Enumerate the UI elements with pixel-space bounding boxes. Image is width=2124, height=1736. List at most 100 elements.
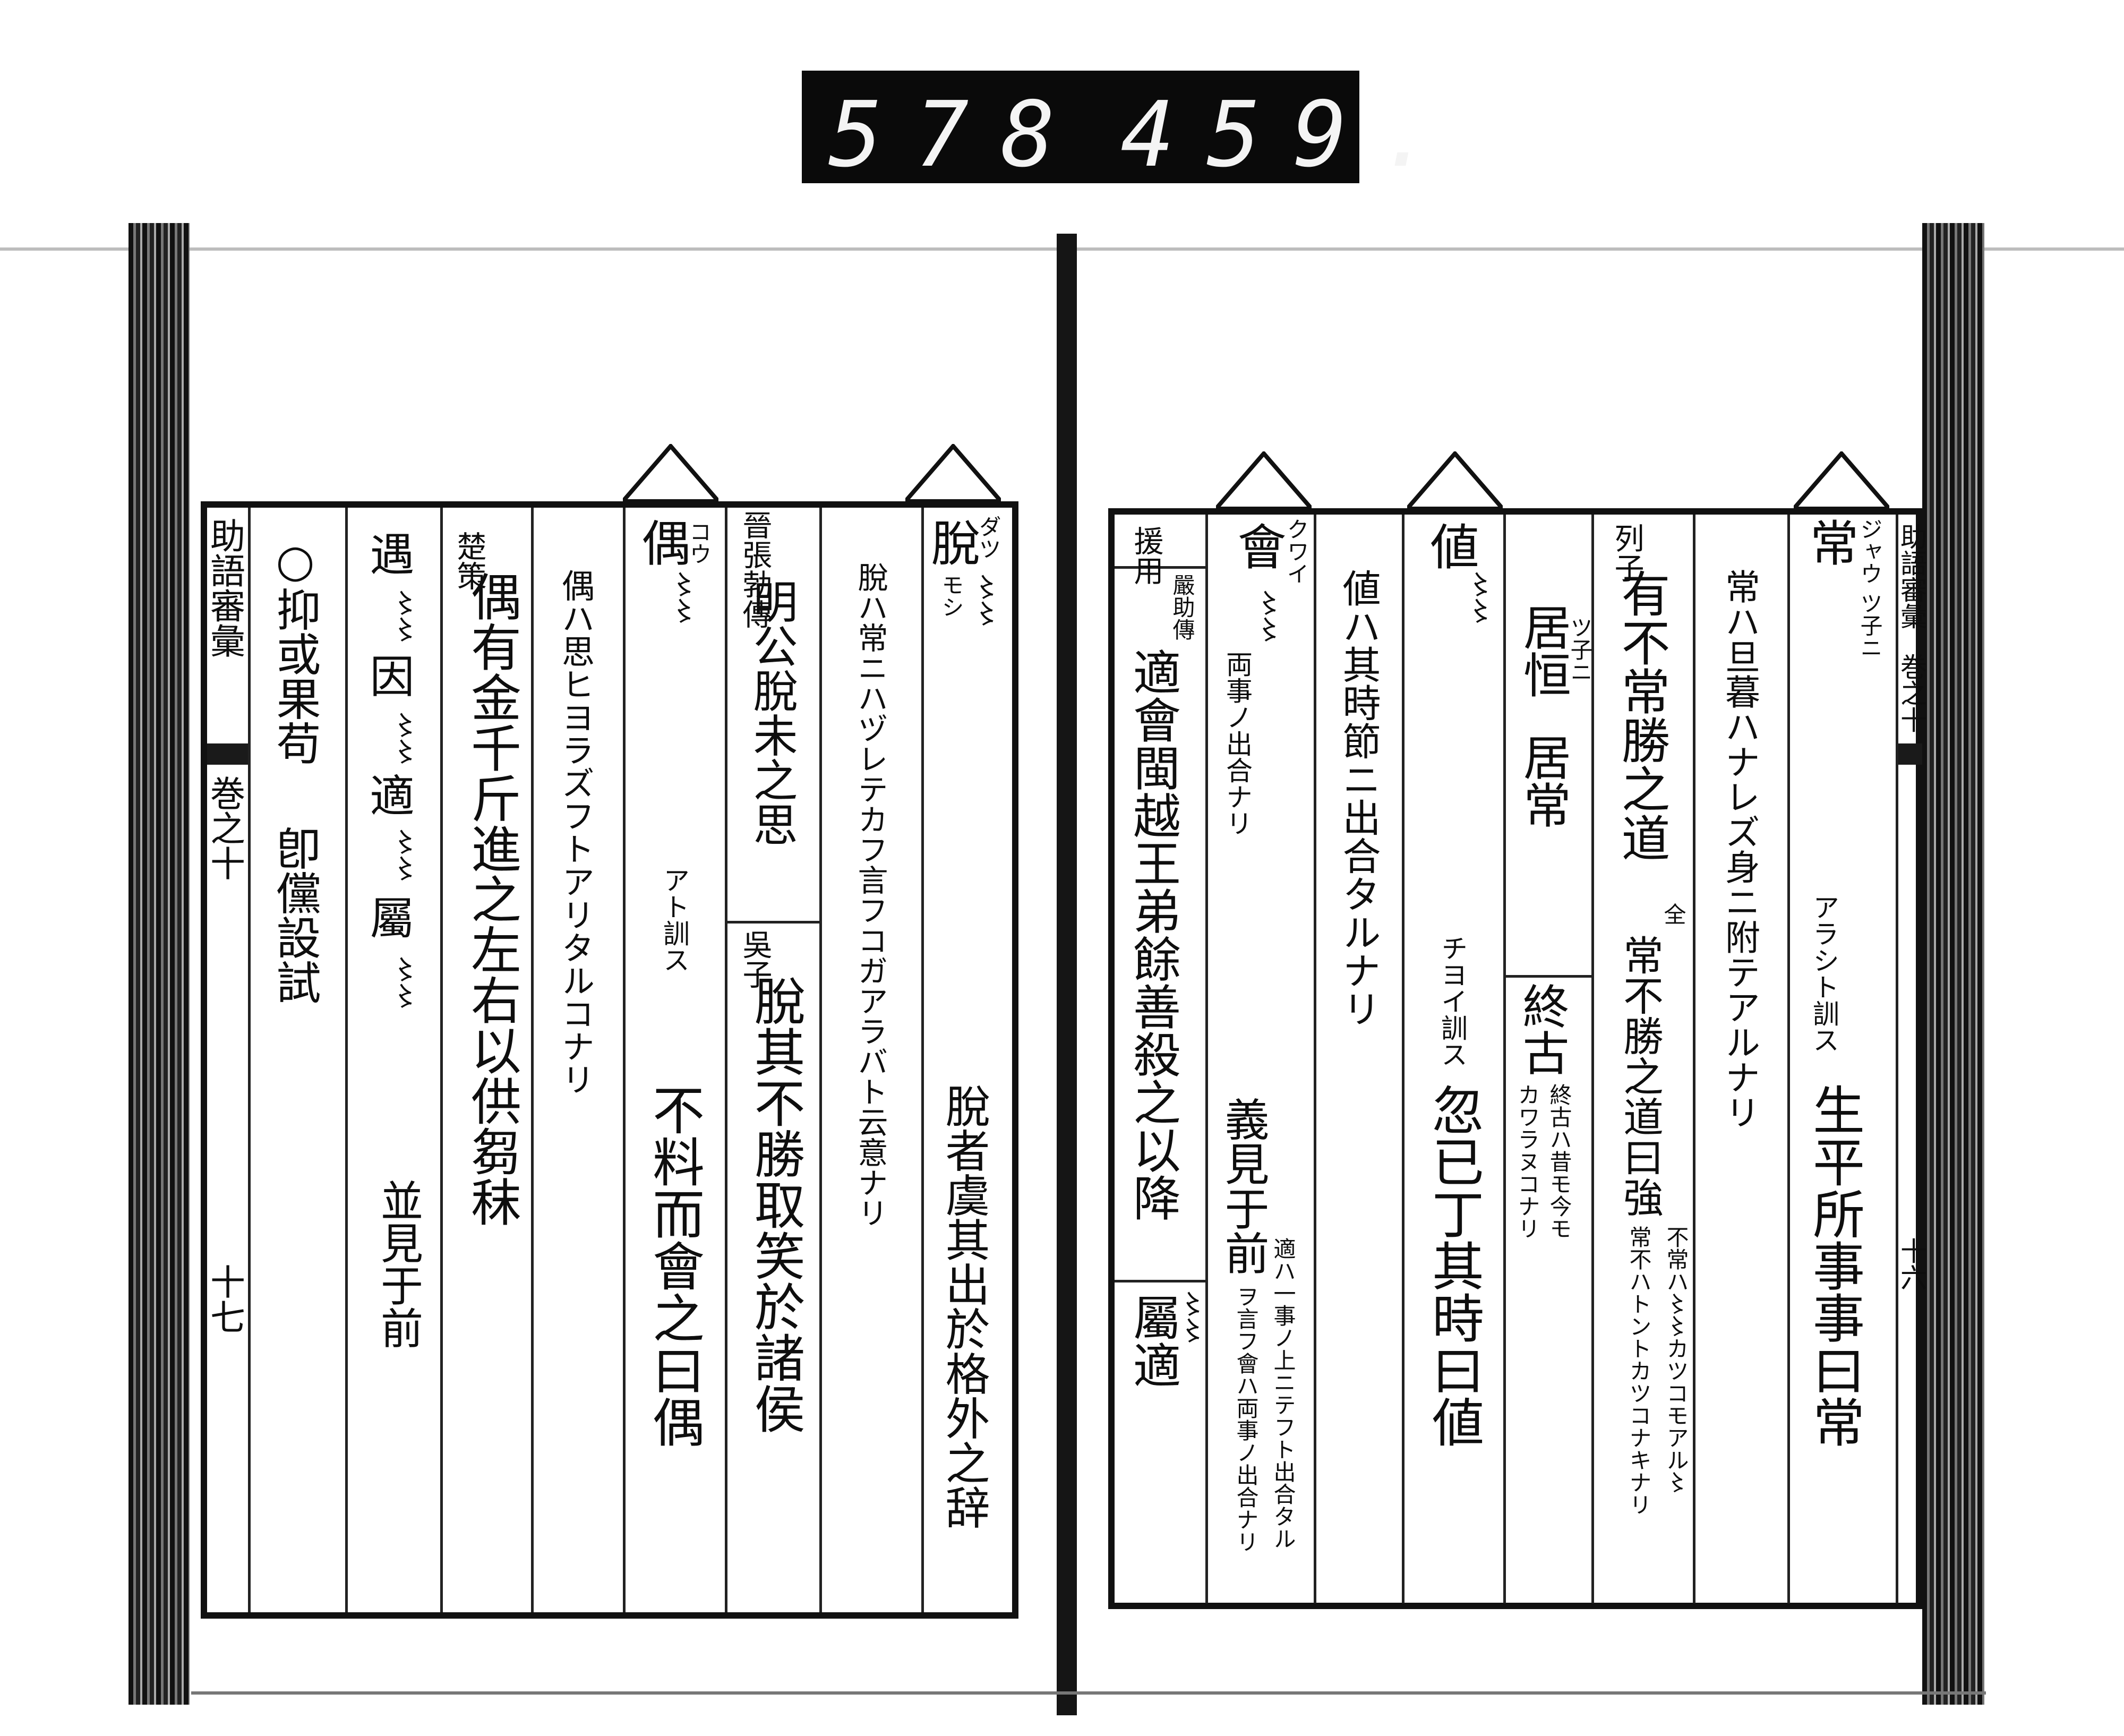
catalog-number-right: 459. bbox=[1120, 82, 1466, 187]
ditto-mark: 〻〻 bbox=[388, 956, 419, 1009]
ditto-mark: 〻〻 bbox=[970, 574, 1000, 627]
citation-source: 列子 bbox=[1609, 523, 1644, 583]
related-word: 遇 bbox=[363, 531, 415, 576]
left-book-edge bbox=[129, 223, 190, 1705]
definition-text: 忽已丁其時曰値 bbox=[1423, 1083, 1484, 1448]
citation-quote: 明公脫未之思 bbox=[746, 579, 798, 846]
margin-book-title: 助語審彙 bbox=[1896, 523, 1927, 629]
related-words-line: ○抑或果苟 bbox=[269, 535, 321, 765]
right-book-edge bbox=[1922, 223, 1984, 1705]
margin-volume: 巻之十 bbox=[204, 775, 245, 880]
related-words-line: 卽儻設試 bbox=[269, 826, 321, 1004]
row-divider bbox=[1115, 1280, 1205, 1282]
headword: 脫 bbox=[923, 518, 980, 567]
margin-fishtail-mark bbox=[1898, 743, 1922, 765]
book-spine bbox=[1057, 234, 1077, 1715]
citation-marker: 全 bbox=[1660, 903, 1686, 925]
column-divider bbox=[1503, 515, 1506, 1603]
headword-gloss: アト訓ス bbox=[659, 867, 690, 973]
annotation-note: 適ハ一事ノ上ニテフト出合タル bbox=[1270, 1237, 1296, 1550]
margin-fishtail-mark bbox=[207, 743, 248, 765]
page-bottom-edge bbox=[191, 1691, 1986, 1695]
definition-text: 脫者虞其出於格外之辞 bbox=[938, 1083, 990, 1529]
compound-word: 屬適 bbox=[1125, 1293, 1180, 1389]
annotation-note: 終古ハ昔モ今モ bbox=[1546, 1083, 1572, 1239]
headword: 値 bbox=[1422, 521, 1479, 570]
ditto-mark: 〻〻 bbox=[388, 828, 419, 882]
compound-word: 居恒 bbox=[1515, 603, 1571, 698]
headword-reading: ジャウ ツ子ニ bbox=[1857, 518, 1883, 659]
headword: 常 bbox=[1802, 518, 1858, 567]
column-divider bbox=[623, 508, 626, 1612]
margin-book-title: 助語審彙 bbox=[204, 518, 245, 658]
column-tab-marker bbox=[1794, 451, 1889, 510]
ditto-mark: 〻〻 bbox=[1252, 589, 1283, 643]
headword-reading: ダツ bbox=[975, 515, 1001, 560]
citation-source: 嚴助傳 bbox=[1169, 574, 1195, 640]
citation-quote: 適會閩越王弟餘善殺之以降 bbox=[1125, 648, 1180, 1221]
related-word: 屬 bbox=[363, 895, 415, 939]
column-divider bbox=[248, 508, 251, 1612]
headword: 會 bbox=[1229, 521, 1286, 570]
definition-text: 生平所事事曰常 bbox=[1804, 1083, 1864, 1448]
compound-reading: ツ子ニ bbox=[1567, 616, 1593, 683]
ditto-mark: 〻〻 bbox=[388, 589, 419, 643]
margin-page-number: 十六 bbox=[1896, 1237, 1927, 1290]
headword: 偶 bbox=[633, 518, 690, 567]
cross-reference-note: 並見于前 bbox=[374, 1179, 423, 1349]
headword-gloss: 両事ノ出合ナリ bbox=[1222, 651, 1253, 836]
headword-reading: クワイ bbox=[1283, 518, 1309, 585]
explanation-text: 偶ハ思ヒヨラズフトアリタルコナリ bbox=[556, 569, 595, 1096]
headword-gloss: モシ bbox=[938, 574, 964, 618]
column-divider bbox=[1896, 515, 1898, 1603]
annotation-note: カワラヌコナリ bbox=[1514, 1083, 1540, 1239]
column-divider bbox=[1591, 515, 1594, 1603]
cross-reference-note: 義見于前 bbox=[1218, 1097, 1270, 1275]
citation-quote: 偶有金千斤進之左右以供芻秣 bbox=[463, 571, 521, 1227]
column-tab-marker bbox=[1216, 451, 1312, 510]
citation-quote: 脫其不勝取笑於諸侯 bbox=[746, 975, 805, 1434]
row-divider bbox=[1503, 975, 1591, 978]
column-divider bbox=[440, 508, 443, 1612]
margin-volume: 巻之十 bbox=[1896, 653, 1927, 733]
column-divider bbox=[1205, 515, 1208, 1603]
definition-text: 不料而會之曰偶 bbox=[644, 1083, 704, 1448]
citation-source: 吳子 bbox=[738, 929, 772, 989]
ditto-mark: 〻〻 bbox=[1463, 571, 1494, 624]
column-divider bbox=[1787, 515, 1790, 1603]
column-divider bbox=[1693, 515, 1695, 1603]
headword-gloss: アラシト訓ス bbox=[1809, 894, 1839, 1053]
ditto-mark: 〻〻 bbox=[1176, 1290, 1206, 1344]
related-word: 適 bbox=[363, 773, 415, 817]
column-tab-marker bbox=[1407, 451, 1503, 510]
margin-page-number: 十七 bbox=[204, 1264, 245, 1334]
ditto-mark: 〻〻 bbox=[667, 571, 698, 624]
citation-quote: 有不常勝之道 bbox=[1613, 569, 1670, 862]
column-tab-marker bbox=[905, 444, 1001, 502]
section-header: 援用 bbox=[1129, 526, 1163, 585]
headword-gloss: チヨイ訓ス bbox=[1437, 935, 1468, 1067]
column-tab-marker bbox=[623, 444, 718, 502]
left-page-frame bbox=[201, 501, 1018, 1619]
annotation-note: ヲ言フ會ハ両事ノ出合ナリ bbox=[1233, 1285, 1259, 1553]
column-divider bbox=[345, 508, 348, 1612]
column-divider bbox=[1314, 515, 1316, 1603]
related-word: 因 bbox=[363, 653, 415, 698]
column-divider bbox=[1402, 515, 1404, 1603]
ditto-mark: 〻〻 bbox=[388, 712, 419, 765]
compound-word: 終古 bbox=[1515, 982, 1570, 1076]
column-divider bbox=[725, 508, 727, 1612]
citation-source: 晉張勃傳 bbox=[738, 510, 772, 629]
explanation-text: 脫ハ常ニハヅレテカフ言フコガアラバト云意ナリ bbox=[853, 562, 888, 1228]
annotation-note: 不常ハ〻〻カツコモアル〻 bbox=[1663, 1226, 1689, 1493]
annotation-note: 常不ハトントカツコナキナリ bbox=[1626, 1226, 1652, 1516]
row-divider bbox=[1115, 566, 1205, 569]
column-divider bbox=[531, 508, 534, 1612]
headword-reading: コウ bbox=[686, 520, 712, 565]
citation-source: 楚策 bbox=[452, 531, 486, 591]
citation-quote: 常不勝之道曰強 bbox=[1616, 935, 1664, 1217]
compound-word: 居常 bbox=[1515, 733, 1571, 828]
row-divider bbox=[725, 921, 819, 923]
right-page-frame bbox=[1108, 508, 1922, 1609]
